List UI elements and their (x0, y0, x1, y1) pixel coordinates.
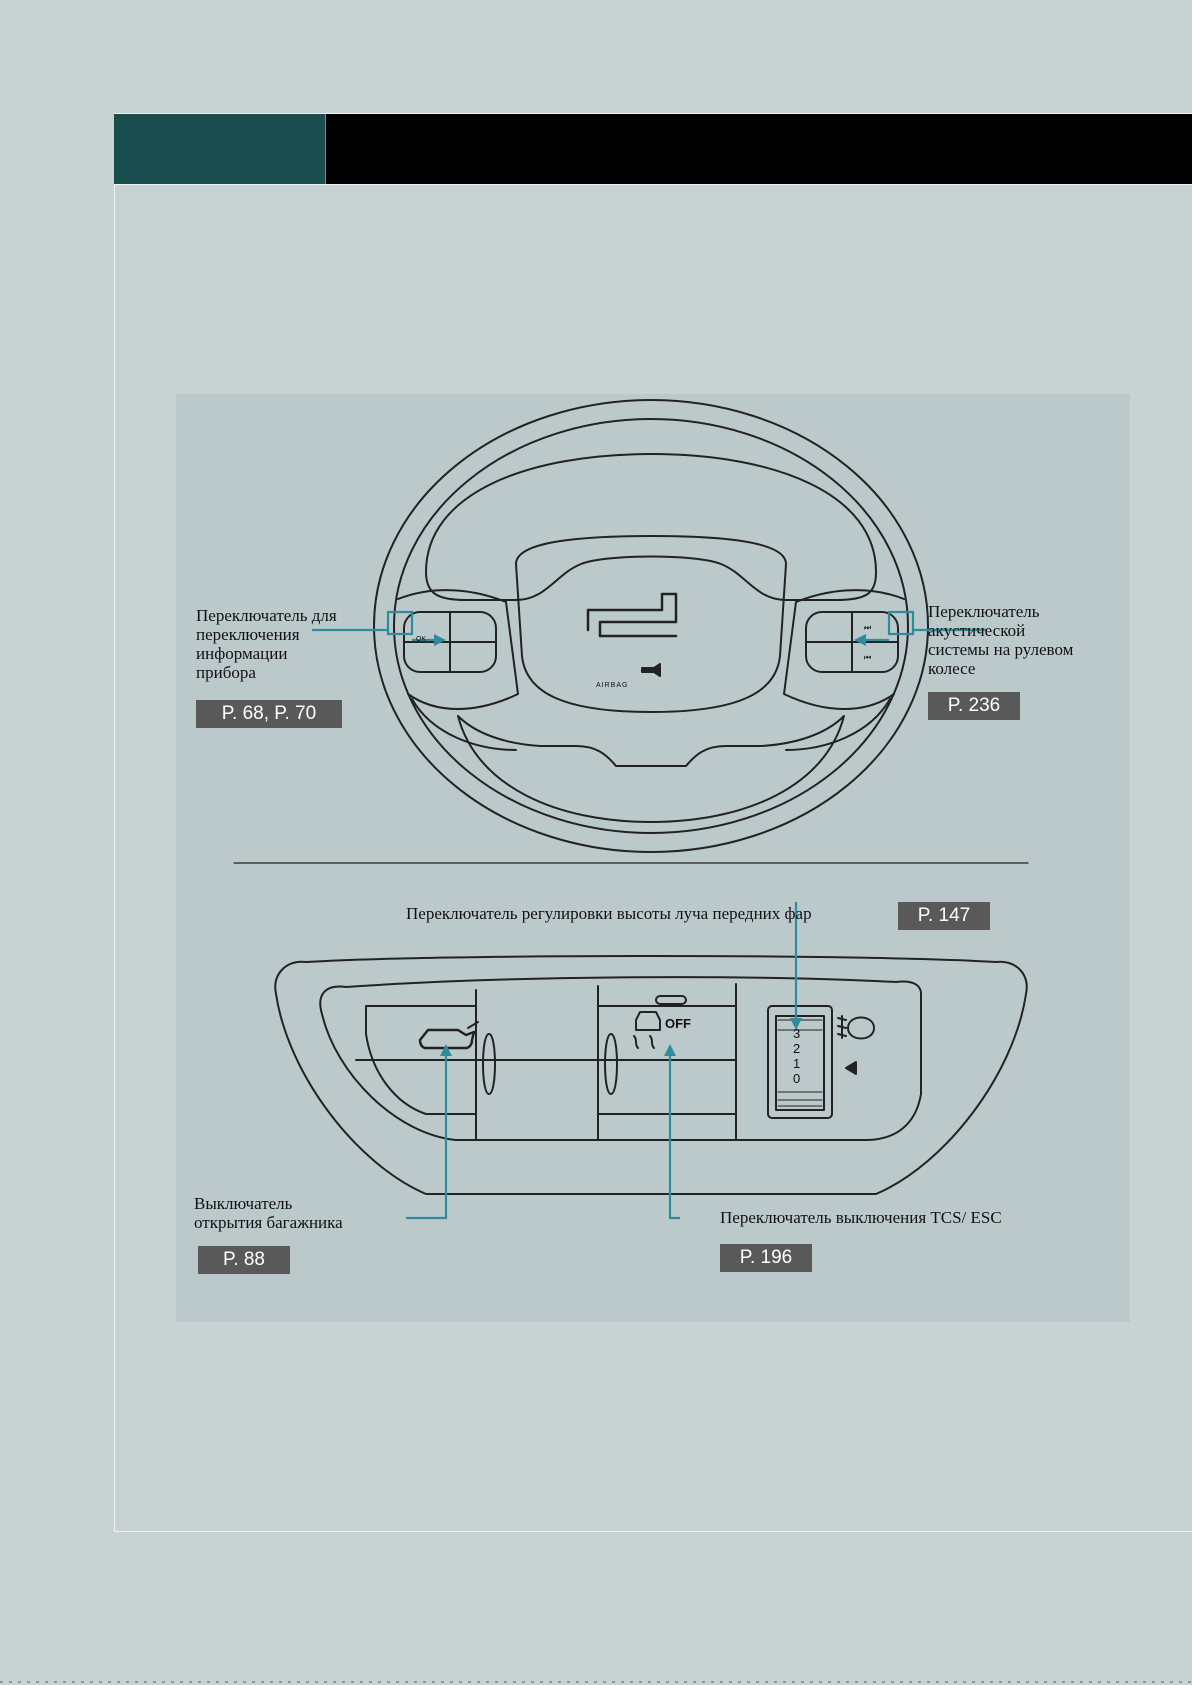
trunk-release-switch-label: Выключатель открытия багажника (194, 1194, 343, 1232)
console-outer-shell (275, 956, 1026, 1194)
headlight-leveling-icon (848, 1018, 874, 1039)
indicator-slot (656, 996, 686, 1004)
airbag-pad (516, 536, 786, 712)
next-track-icon: ⏭ (864, 618, 871, 637)
dial-number-0: 0 (793, 1071, 800, 1086)
steering-wheel-upper-opening (426, 454, 876, 600)
trunk-release-switch-ref[interactable]: P. 88 (198, 1246, 290, 1274)
headlight-leveling-switch-ref[interactable]: P. 147 (898, 902, 990, 930)
steering-wheel-rim-inner (394, 419, 908, 833)
prev-track-icon: ⏮ (864, 648, 871, 667)
instrument-info-switch-ref[interactable]: P. 68, P. 70 (196, 700, 342, 728)
steering-logo (588, 594, 676, 636)
airbag-text: AIRBAG (596, 676, 628, 695)
steering-wheel-right-spoke (784, 590, 904, 709)
steering-wheel-left-spoke-lower (412, 699, 516, 750)
dial-pointer-icon (846, 1062, 856, 1074)
steering-wheel-rim (374, 400, 928, 852)
ok-button-text: OK (416, 630, 426, 649)
steering-wheel-right-spoke-lower (786, 699, 890, 750)
headlight-leveling-switch-label: Переключатель регулировки высоты луча пе… (406, 904, 812, 923)
tcs-esc-off-switch-label: Переключатель выключения TCS/ ESC (720, 1208, 1002, 1227)
illustration-panel: AIRBAG OK ⏭ ⏮ OFF 3 2 1 0 Переключатель … (176, 394, 1130, 1322)
tcs-off-text: OFF (665, 1014, 691, 1033)
steering-wheel-lower-opening (458, 716, 844, 822)
illustration-art (176, 394, 1130, 1322)
audio-steering-switch-label: Переключатель акустической системы на ру… (928, 602, 1073, 678)
dial-number-2: 2 (793, 1041, 800, 1056)
page-frame-left (114, 185, 115, 1531)
tcs-esc-off-switch-ref[interactable]: P. 196 (720, 1244, 812, 1272)
tcs-off-icon (636, 1012, 660, 1030)
dial-number-1: 1 (793, 1056, 800, 1071)
chapter-tab (114, 114, 326, 184)
page-frame-bottom (114, 1531, 1192, 1532)
dial-numbers: 3 2 1 0 (793, 1026, 800, 1086)
dial-number-3: 3 (793, 1026, 800, 1041)
instrument-info-switch-label: Переключатель для переключения информаци… (196, 606, 337, 682)
steering-wheel-left-spoke (398, 590, 518, 709)
audio-steering-switch-ref[interactable]: P. 236 (928, 692, 1020, 720)
chapter-header-bar (114, 113, 1192, 185)
horn-icon (642, 664, 660, 676)
bottom-dotted-rule (0, 1681, 1192, 1683)
left-callout-box (388, 612, 412, 634)
trunk-car-icon (420, 1030, 474, 1048)
